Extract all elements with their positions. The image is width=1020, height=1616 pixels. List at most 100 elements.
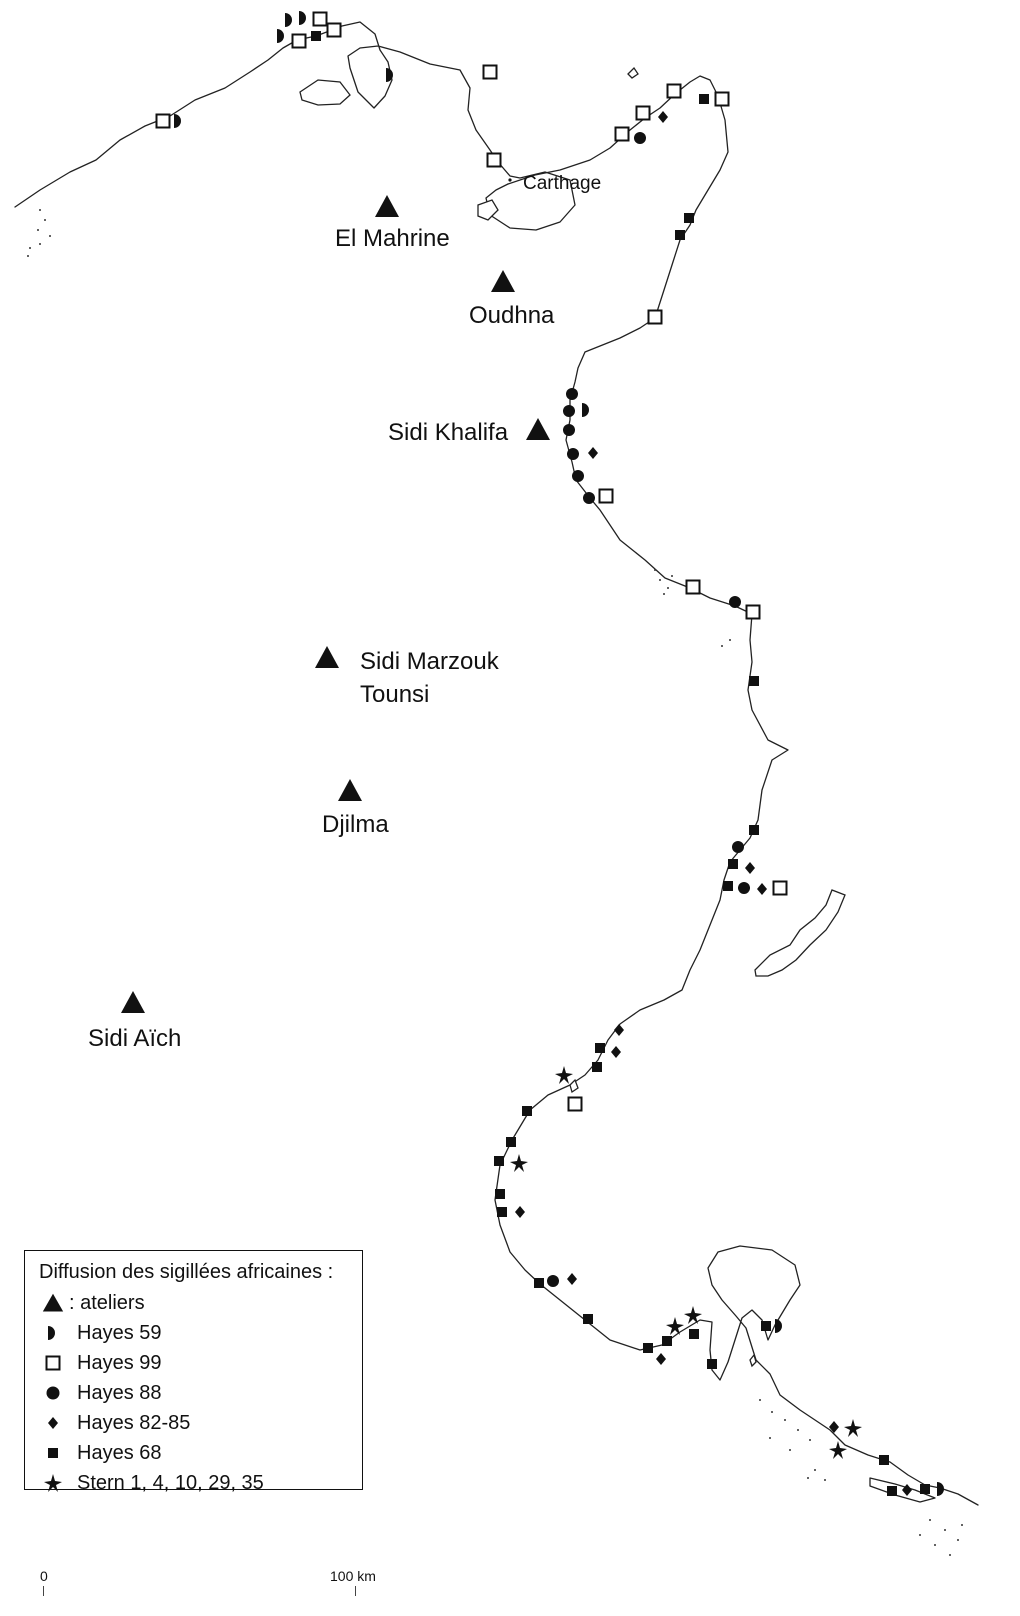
legend-label: Stern 1, 4, 10, 29, 35 [77, 1471, 264, 1494]
find-hayes59 [299, 11, 306, 25]
find-hayes68 [879, 1455, 889, 1465]
find-hayes68 [592, 1062, 602, 1072]
workshop-sidi-khalifa [526, 418, 550, 440]
label-tounsi: Tounsi [360, 681, 429, 708]
open-square-icon [45, 1355, 61, 1371]
find-stern [510, 1154, 528, 1172]
find-hayes99 [745, 604, 761, 620]
find-hayes68 [522, 1106, 532, 1116]
workshop-djilma [338, 779, 362, 801]
label-el-mahrine: El Mahrine [335, 225, 450, 252]
find-hayes99 [635, 105, 651, 121]
find-hayes88 [563, 405, 575, 417]
find-hayes68 [699, 94, 709, 104]
legend-label: Hayes 88 [77, 1381, 162, 1404]
find-hayes82-85 [611, 1046, 621, 1058]
find-hayes68 [689, 1329, 699, 1339]
label-sidi-marzouk: Sidi Marzouk [360, 648, 500, 675]
find-hayes68 [887, 1486, 897, 1496]
legend-label: Hayes 82-85 [77, 1411, 191, 1434]
legend-item-hayes88: Hayes 88 [39, 1378, 362, 1408]
find-hayes82-85 [515, 1206, 525, 1218]
label-sidi-khalifa: Sidi Khalifa [388, 419, 509, 446]
find-hayes99 [486, 152, 502, 168]
find-hayes88 [732, 841, 744, 853]
find-stern [684, 1306, 702, 1324]
diamond-icon [48, 1417, 58, 1429]
find-hayes88 [566, 388, 578, 400]
find-hayes68 [643, 1343, 653, 1353]
find-hayes68 [662, 1336, 672, 1346]
find-hayes88 [729, 596, 741, 608]
find-hayes68 [675, 230, 685, 240]
scale-start: 0 [40, 1568, 48, 1584]
workshop-oudhna [491, 270, 515, 292]
workshop-el-mahrine [375, 195, 399, 217]
legend-label: : ateliers [69, 1291, 145, 1314]
find-hayes82-85 [614, 1024, 624, 1036]
find-hayes99 [482, 64, 498, 80]
find-hayes99 [155, 113, 171, 129]
label-oudhna: Oudhna [469, 302, 555, 329]
find-stern [666, 1317, 684, 1335]
find-hayes82-85 [656, 1353, 666, 1365]
find-stern [844, 1419, 862, 1437]
scale-bar: 0 100 km [40, 1568, 380, 1608]
find-hayes99 [312, 11, 328, 27]
legend-item-hayes68: Hayes 68 [39, 1438, 362, 1468]
legend-item-hayes59: Hayes 59 [39, 1318, 362, 1348]
find-hayes68 [311, 31, 321, 41]
find-hayes88 [567, 448, 579, 460]
find-hayes99 [666, 83, 682, 99]
label-djilma: Djilma [322, 811, 389, 838]
map-legend: Diffusion des sigillées africaines : : a… [24, 1250, 363, 1494]
find-hayes88 [634, 132, 646, 144]
find-hayes82-85 [658, 111, 668, 123]
scale-end: 100 km [330, 1568, 376, 1584]
find-hayes59 [582, 403, 589, 417]
shoal-markings [27, 209, 963, 1556]
find-hayes68 [749, 676, 759, 686]
find-hayes88 [583, 492, 595, 504]
find-hayes59 [174, 114, 181, 128]
find-hayes68 [684, 213, 694, 223]
find-hayes68 [728, 859, 738, 869]
find-hayes59 [277, 29, 284, 43]
find-hayes68 [761, 1321, 771, 1331]
workshop-sidi-marzouk-tounsi [315, 646, 339, 668]
find-hayes88 [572, 470, 584, 482]
half-circle-icon [48, 1326, 55, 1340]
legend-item-ateliers: : ateliers [39, 1288, 362, 1318]
star-icon [44, 1474, 62, 1492]
find-hayes68 [595, 1043, 605, 1053]
find-hayes68 [707, 1359, 717, 1369]
find-hayes82-85 [745, 862, 755, 874]
find-hayes99 [598, 488, 614, 504]
find-hayes99 [567, 1096, 583, 1112]
find-hayes99 [614, 126, 630, 142]
find-hayes59 [285, 13, 292, 27]
find-hayes88 [563, 424, 575, 436]
triangle-icon [42, 1293, 64, 1312]
workshop-sidi-aich [121, 991, 145, 1013]
label-carthage: Carthage [523, 173, 601, 194]
find-hayes99 [772, 880, 788, 896]
find-hayes59 [937, 1482, 944, 1496]
legend-item-hayes99: Hayes 99 [39, 1348, 362, 1378]
legend-label: Hayes 99 [77, 1351, 162, 1374]
find-hayes68 [495, 1189, 505, 1199]
find-hayes59 [775, 1319, 782, 1333]
find-hayes82-85 [588, 447, 598, 459]
scale-tick-end [355, 1586, 356, 1596]
find-hayes82-85 [567, 1273, 577, 1285]
legend-item-stern: Stern 1, 4, 10, 29, 35 [39, 1468, 362, 1498]
find-hayes68 [723, 881, 733, 891]
legend-item-hayes82-85: Hayes 82-85 [39, 1408, 362, 1438]
find-hayes88 [547, 1275, 559, 1287]
scale-tick-start [43, 1586, 44, 1596]
find-hayes82-85 [757, 883, 767, 895]
legend-title: Diffusion des sigillées africaines : [39, 1261, 334, 1283]
find-hayes99 [714, 91, 730, 107]
square-icon [48, 1448, 58, 1458]
find-hayes68 [497, 1207, 507, 1217]
